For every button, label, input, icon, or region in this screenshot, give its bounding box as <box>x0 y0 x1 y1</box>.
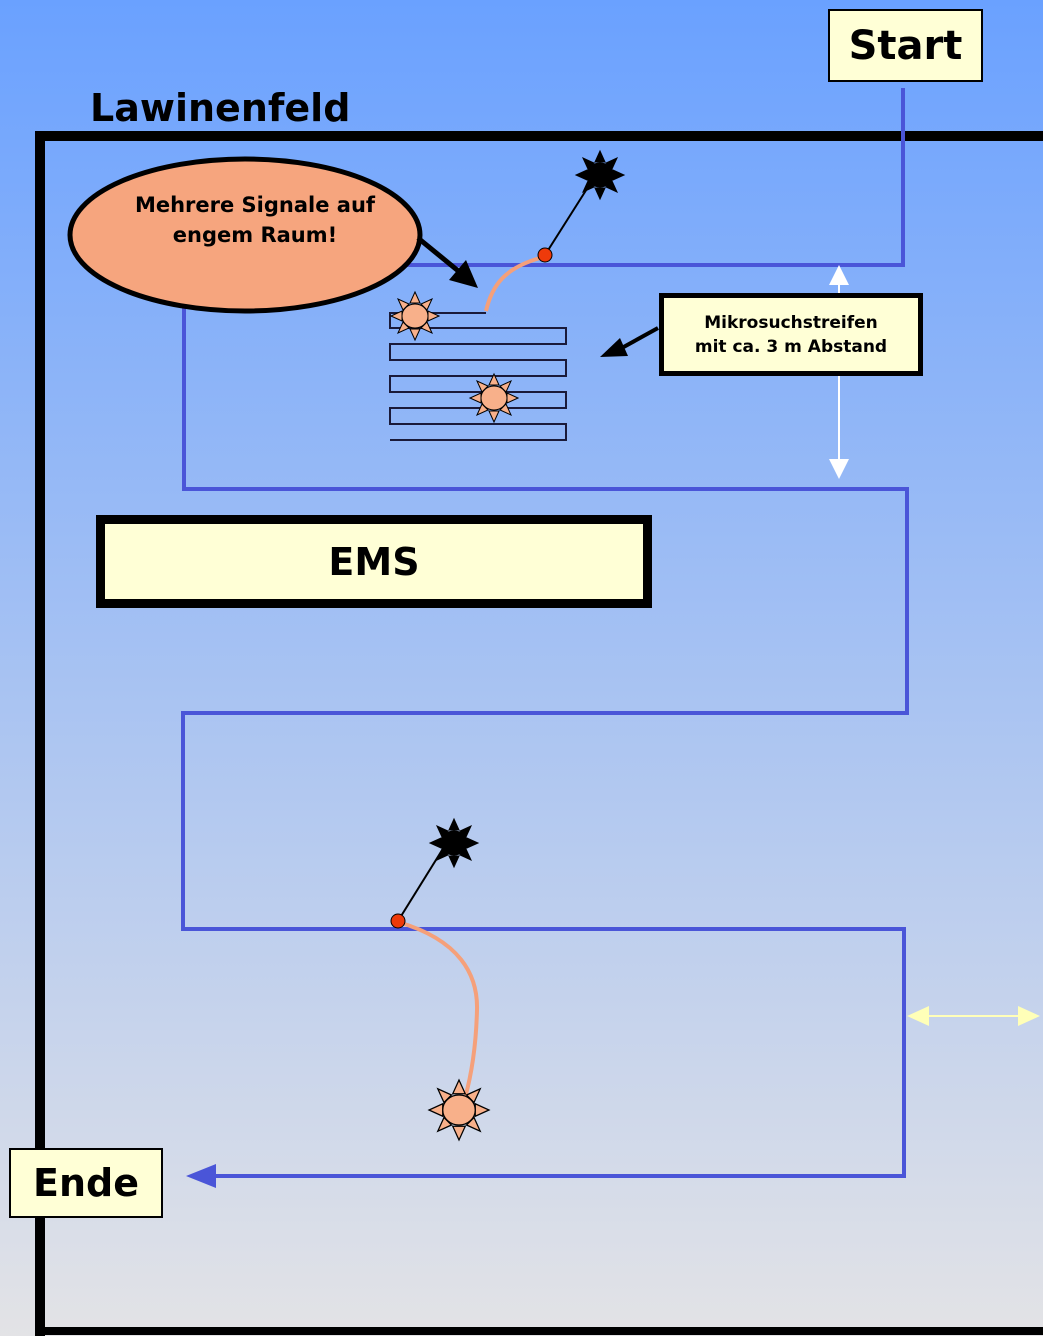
search-path <box>181 88 909 1178</box>
buried-victim-black-icon <box>429 818 479 868</box>
micro-search-strips <box>389 312 567 441</box>
pointer-line-top <box>544 183 591 256</box>
buried-victim-orange-icon <box>428 1079 490 1141</box>
callout-bubble <box>67 156 423 314</box>
callout-arrow-line <box>416 236 464 276</box>
callout-arrowhead <box>449 260 478 288</box>
ems-label-text: EMS <box>328 539 420 584</box>
spacing-arrow-vertical-head-top <box>829 265 849 285</box>
callout-text: Mehrere Signale auf engem Raum! <box>95 190 415 250</box>
micro-text-line1: Mikrosuchstreifen <box>704 312 878 333</box>
signal-marker-icon <box>390 913 406 929</box>
spacing-arrow-horizontal-head-right <box>1018 1006 1040 1026</box>
micro-strip-arrowhead <box>600 338 628 357</box>
end-arrowhead <box>186 1164 216 1188</box>
signal-line-top <box>484 256 541 312</box>
end-label: Ende <box>9 1148 163 1218</box>
ems-label: EMS <box>96 515 652 608</box>
avalanche-field-border <box>35 131 1043 1336</box>
pointer-line-bottom <box>397 846 445 922</box>
spacing-arrow-horizontal-head-left <box>907 1006 929 1026</box>
callout-text-line1: Mehrere Signale auf <box>134 193 376 217</box>
micro-strip-arrow-line <box>619 326 659 351</box>
buried-victim-black-icon <box>575 150 625 200</box>
micro-text-line2: mit ca. 3 m Abstand <box>694 336 888 357</box>
end-label-text: Ende <box>33 1161 139 1205</box>
start-label-text: Start <box>848 22 963 69</box>
buried-victim-orange-icon <box>390 291 440 341</box>
field-label: Lawinenfeld <box>90 86 351 130</box>
buried-victim-orange-icon <box>469 373 519 423</box>
signal-line-bottom <box>397 920 480 1099</box>
callout-text-line2: engem Raum! <box>172 223 338 247</box>
micro-strips-label: Mikrosuchstreifen mit ca. 3 m Abstand <box>659 293 923 376</box>
signal-marker-icon <box>537 247 553 263</box>
start-label: Start <box>828 9 983 82</box>
spacing-arrow-vertical-head-bottom <box>829 459 849 479</box>
